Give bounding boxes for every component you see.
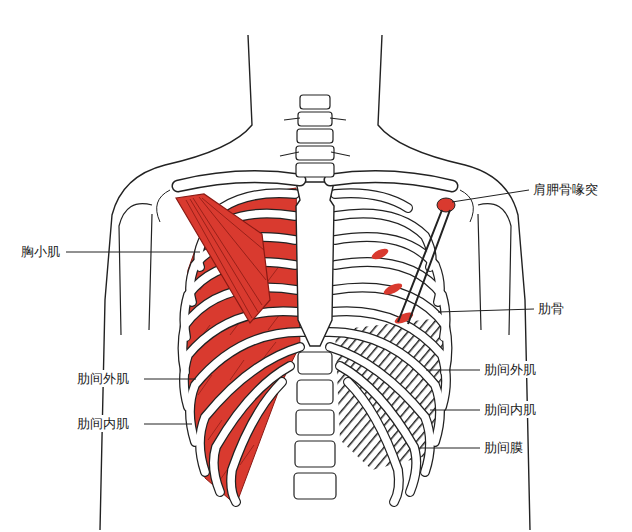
lumbar-spine — [294, 352, 336, 499]
body-outline — [100, 35, 530, 530]
leader-lines — [66, 190, 534, 448]
part-label: 肋骨 — [537, 300, 565, 317]
cervical-spine — [280, 95, 350, 177]
part-label: 肋间内肌 — [76, 415, 130, 432]
part-label: 肋间外肌 — [483, 361, 537, 378]
part-label: 肋间外肌 — [76, 370, 130, 387]
part-label: 胸小肌 — [20, 243, 61, 260]
part-label: 肋间内肌 — [483, 401, 537, 418]
part-label: 肋间膜 — [483, 439, 524, 456]
sternum — [296, 182, 334, 346]
rib-outline-right — [325, 193, 448, 502]
part-label: 肩胛骨喙突 — [532, 181, 599, 198]
coracoid-attachment — [370, 198, 455, 326]
clavicles — [178, 177, 452, 186]
pectoralis-minor — [176, 194, 270, 323]
rib-right — [325, 193, 448, 502]
